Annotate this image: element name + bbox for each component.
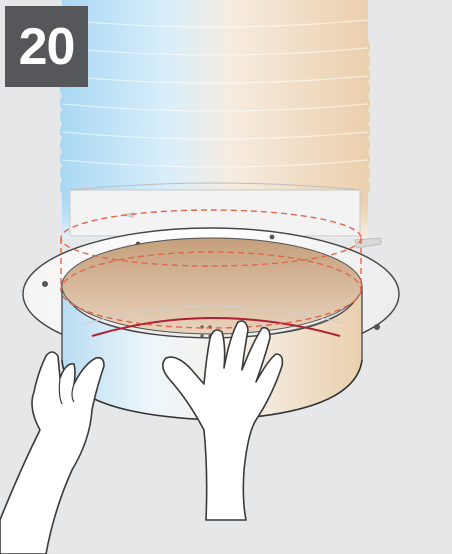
step-number-badge: 20 (5, 6, 88, 87)
